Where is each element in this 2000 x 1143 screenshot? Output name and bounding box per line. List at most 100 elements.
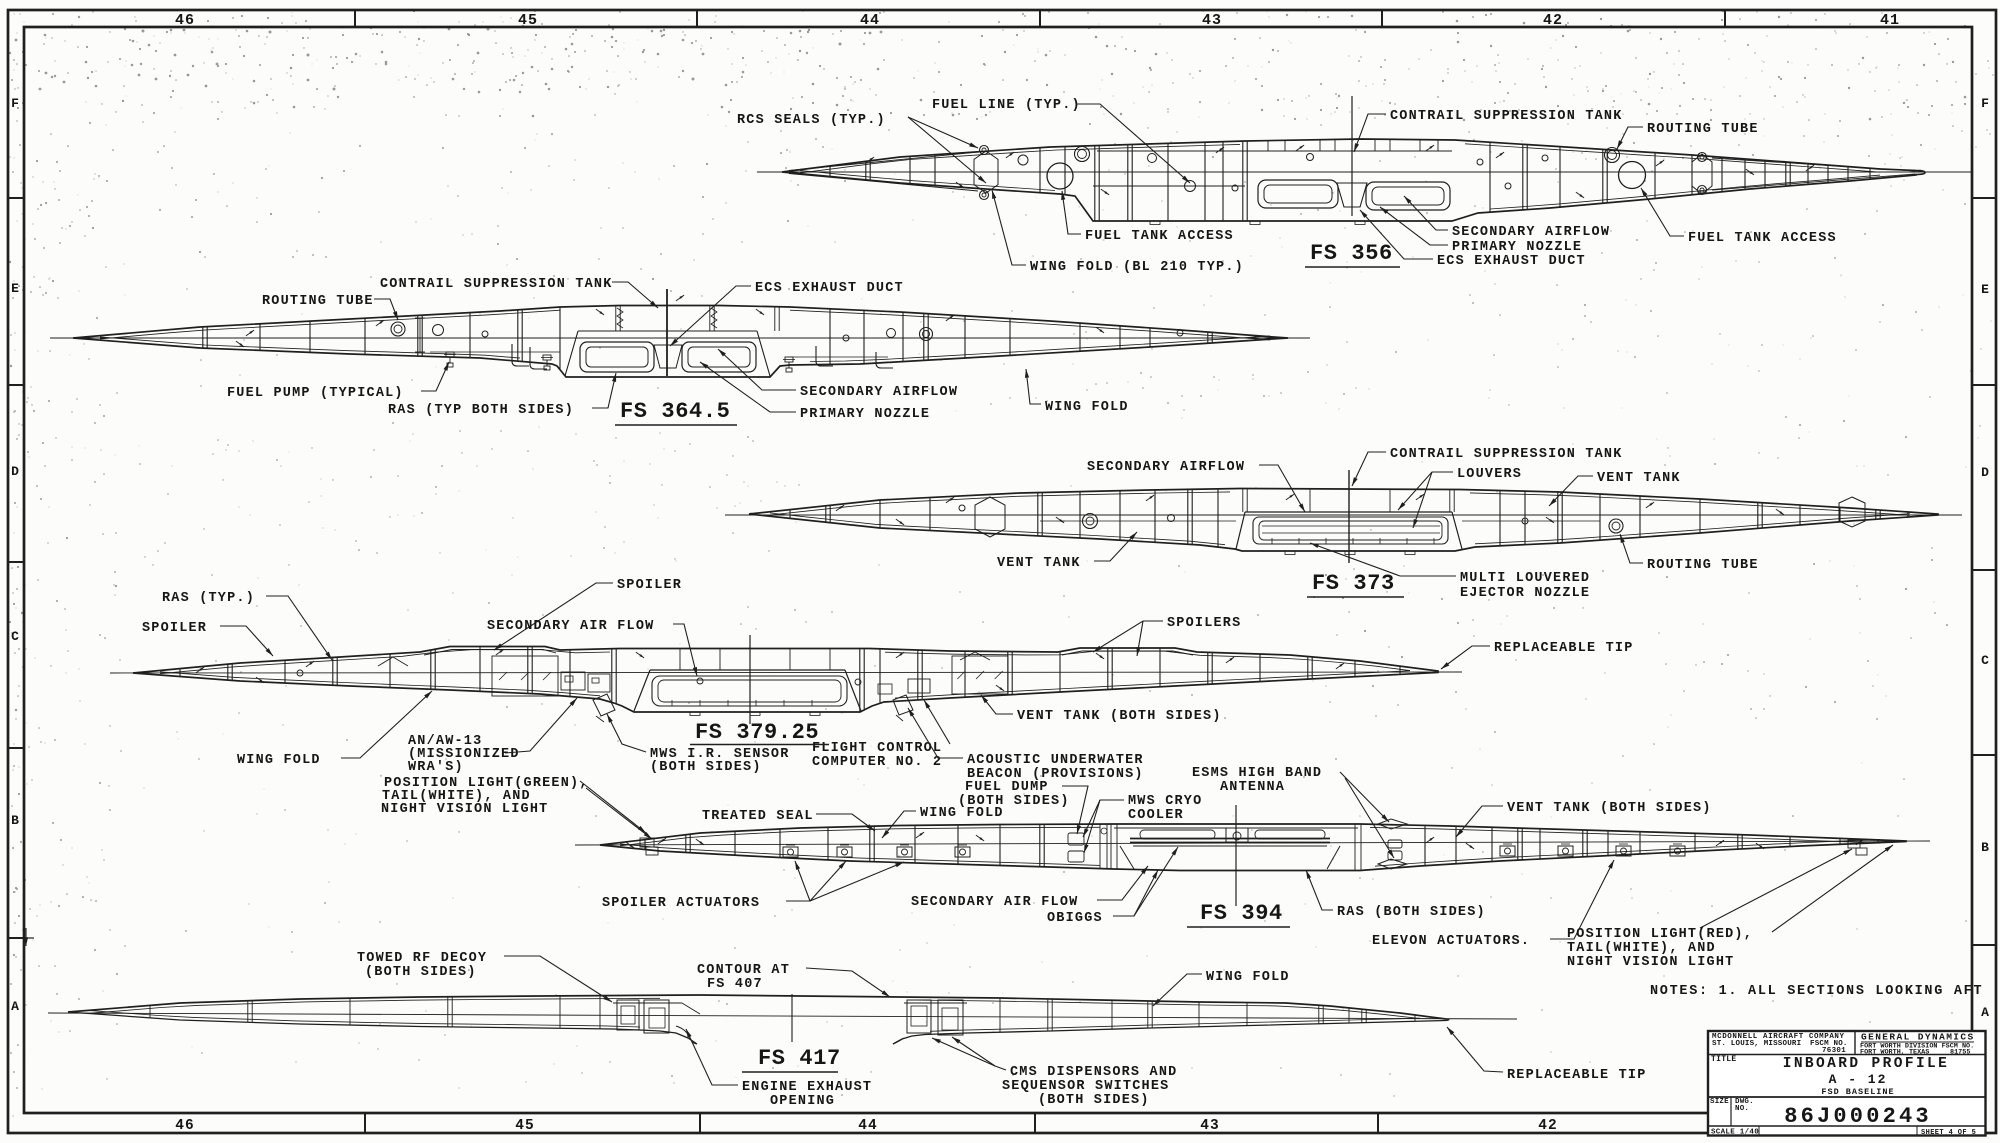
svg-text:OPENING: OPENING — [770, 1094, 835, 1109]
svg-text:43: 43 — [1202, 12, 1222, 29]
svg-text:86J000243: 86J000243 — [1784, 1104, 1932, 1129]
svg-text:VENT TANK: VENT TANK — [1597, 471, 1681, 486]
svg-text:WING FOLD: WING FOLD — [1045, 400, 1129, 415]
svg-text:ROUTING TUBE: ROUTING TUBE — [1647, 122, 1759, 137]
svg-text:FSD BASELINE: FSD BASELINE — [1821, 1087, 1894, 1097]
svg-text:44: 44 — [858, 1118, 877, 1134]
svg-text:(MISSIONIZED: (MISSIONIZED — [408, 747, 520, 762]
svg-text:C: C — [11, 629, 19, 644]
svg-text:46: 46 — [175, 1118, 194, 1134]
svg-text:FUEL PUMP (TYPICAL): FUEL PUMP (TYPICAL) — [227, 386, 404, 401]
svg-text:RAS (TYP BOTH SIDES): RAS (TYP BOTH SIDES) — [388, 403, 574, 418]
svg-text:SECONDARY AIR FLOW: SECONDARY AIR FLOW — [911, 895, 1078, 910]
svg-text:FS 373: FS 373 — [1312, 571, 1395, 596]
svg-text:CONTRAIL SUPPRESSION TANK: CONTRAIL SUPPRESSION TANK — [1390, 109, 1623, 124]
svg-text:TAIL(WHITE), AND: TAIL(WHITE), AND — [1567, 941, 1716, 956]
svg-text:FORT WORTH DIVISION FSCM NO.: FORT WORTH DIVISION FSCM NO. — [1860, 1043, 1974, 1051]
svg-text:WING FOLD: WING FOLD — [1206, 970, 1290, 985]
svg-text:ECS EXHAUST DUCT: ECS EXHAUST DUCT — [755, 281, 904, 296]
svg-text:VENT TANK: VENT TANK — [997, 556, 1081, 571]
svg-text:MWS CRYO: MWS CRYO — [1128, 794, 1202, 809]
svg-text:43: 43 — [1200, 1118, 1219, 1134]
svg-text:B: B — [11, 813, 19, 828]
svg-text:B: B — [1981, 840, 1989, 855]
svg-text:ESMS HIGH BAND: ESMS HIGH BAND — [1192, 766, 1322, 781]
svg-text:FUEL TANK ACCESS: FUEL TANK ACCESS — [1688, 231, 1837, 246]
svg-text:COMPUTER NO. 2: COMPUTER NO. 2 — [812, 755, 942, 770]
svg-text:REPLACEABLE TIP: REPLACEABLE TIP — [1494, 641, 1634, 656]
svg-text:45: 45 — [518, 12, 538, 29]
svg-text:CONTRAIL SUPPRESSION TANK: CONTRAIL SUPPRESSION TANK — [1390, 447, 1623, 462]
svg-text:PRIMARY NOZZLE: PRIMARY NOZZLE — [1452, 240, 1582, 255]
svg-text:45: 45 — [515, 1118, 534, 1134]
svg-text:POSITION LIGHT(RED),: POSITION LIGHT(RED), — [1567, 927, 1753, 942]
svg-text:ENGINE EXHAUST: ENGINE EXHAUST — [742, 1080, 872, 1095]
svg-text:42: 42 — [1543, 12, 1563, 29]
svg-text:46: 46 — [175, 12, 195, 29]
svg-text:LOUVERS: LOUVERS — [1457, 467, 1522, 482]
svg-text:SEQUENSOR SWITCHES: SEQUENSOR SWITCHES — [1002, 1079, 1169, 1094]
svg-text:WING FOLD: WING FOLD — [237, 753, 321, 768]
svg-text:ACOUSTIC UNDERWATER: ACOUSTIC UNDERWATER — [967, 753, 1144, 768]
svg-text:SHEET 4 OF 5: SHEET 4 OF 5 — [1921, 1129, 1976, 1137]
svg-text:DWG.: DWG. — [1735, 1098, 1754, 1106]
svg-text:42: 42 — [1538, 1118, 1557, 1134]
svg-text:SPOILER: SPOILER — [617, 578, 682, 593]
svg-text:FS 356: FS 356 — [1310, 241, 1393, 266]
svg-text:TOWED RF DECOY: TOWED RF DECOY — [357, 951, 487, 966]
svg-text:FUEL DUMP: FUEL DUMP — [965, 780, 1049, 795]
svg-text:TITLE: TITLE — [1711, 1055, 1737, 1064]
svg-text:VENT TANK (BOTH SIDES): VENT TANK (BOTH SIDES) — [1017, 709, 1222, 724]
svg-text:RAS (TYP.): RAS (TYP.) — [162, 591, 255, 606]
svg-text:SECONDARY AIRFLOW: SECONDARY AIRFLOW — [1087, 460, 1245, 475]
svg-text:D: D — [11, 464, 19, 479]
svg-text:FS 364.5: FS 364.5 — [620, 399, 730, 424]
svg-text:SIZE: SIZE — [1710, 1098, 1729, 1106]
svg-text:EJECTOR NOZZLE: EJECTOR NOZZLE — [1460, 586, 1590, 601]
svg-text:MCDONNELL AIRCRAFT COMPANY: MCDONNELL AIRCRAFT COMPANY — [1712, 1033, 1845, 1041]
svg-text:CMS DISPENSORS AND: CMS DISPENSORS AND — [1010, 1065, 1177, 1080]
svg-text:SECONDARY AIR FLOW: SECONDARY AIR FLOW — [487, 619, 654, 634]
svg-text:FLIGHT CONTROL: FLIGHT CONTROL — [812, 741, 942, 756]
svg-text:E: E — [11, 281, 19, 296]
svg-text:FS 417: FS 417 — [758, 1046, 841, 1071]
svg-text:(BOTH SIDES): (BOTH SIDES) — [1038, 1093, 1150, 1108]
svg-text:REPLACEABLE TIP: REPLACEABLE TIP — [1507, 1068, 1647, 1083]
svg-text:OBIGGS: OBIGGS — [1047, 911, 1103, 926]
svg-text:D: D — [1981, 465, 1989, 480]
svg-text:SECONDARY AIRFLOW: SECONDARY AIRFLOW — [1452, 225, 1610, 240]
svg-text:FS 394: FS 394 — [1200, 901, 1283, 926]
svg-text:MULTI LOUVERED: MULTI LOUVERED — [1460, 571, 1590, 586]
svg-text:WING FOLD: WING FOLD — [920, 806, 1004, 821]
svg-text:GENERAL DYNAMICS: GENERAL DYNAMICS — [1861, 1032, 1975, 1043]
svg-text:NIGHT VISION LIGHT: NIGHT VISION LIGHT — [1567, 955, 1734, 970]
svg-text:ROUTING TUBE: ROUTING TUBE — [1647, 558, 1759, 573]
svg-text:SCALE 1/40: SCALE 1/40 — [1711, 1129, 1759, 1137]
svg-text:F: F — [11, 96, 19, 111]
svg-text:(BOTH SIDES): (BOTH SIDES) — [650, 760, 762, 775]
svg-text:VENT TANK (BOTH SIDES): VENT TANK (BOTH SIDES) — [1507, 801, 1712, 816]
svg-text:COOLER: COOLER — [1128, 808, 1184, 823]
svg-text:FUEL TANK ACCESS: FUEL TANK ACCESS — [1085, 229, 1234, 244]
svg-text:F: F — [1981, 96, 1989, 111]
svg-text:FUEL LINE (TYP.): FUEL LINE (TYP.) — [932, 98, 1081, 113]
svg-text:AN/AW-13: AN/AW-13 — [408, 734, 482, 749]
svg-text:BEACON (PROVISIONS): BEACON (PROVISIONS) — [967, 767, 1144, 782]
svg-text:CONTRAIL SUPPRESSION TANK: CONTRAIL SUPPRESSION TANK — [380, 277, 613, 292]
svg-text:NIGHT VISION LIGHT: NIGHT VISION LIGHT — [381, 802, 548, 817]
svg-text:PRIMARY NOZZLE: PRIMARY NOZZLE — [800, 407, 930, 422]
svg-text:MWS I.R. SENSOR: MWS I.R. SENSOR — [650, 747, 790, 762]
svg-text:E: E — [1981, 282, 1989, 297]
svg-text:ST. LOUIS, MISSOURI: ST. LOUIS, MISSOURI — [1712, 1040, 1801, 1048]
svg-text:ECS EXHAUST DUCT: ECS EXHAUST DUCT — [1437, 254, 1586, 269]
svg-text:FS 379.25: FS 379.25 — [695, 720, 819, 745]
svg-text:FSCM NO.: FSCM NO. — [1810, 1040, 1848, 1048]
svg-text:SPOILER ACTUATORS: SPOILER ACTUATORS — [602, 896, 760, 911]
svg-text:FS 407: FS 407 — [707, 977, 763, 992]
svg-text:A: A — [11, 999, 19, 1014]
svg-text:41: 41 — [1880, 12, 1900, 29]
svg-text:SECONDARY AIRFLOW: SECONDARY AIRFLOW — [800, 385, 958, 400]
svg-text:ANTENNA: ANTENNA — [1220, 780, 1285, 795]
svg-text:POSITION LIGHT(GREEN),: POSITION LIGHT(GREEN), — [384, 776, 589, 791]
svg-text:44: 44 — [860, 12, 880, 29]
